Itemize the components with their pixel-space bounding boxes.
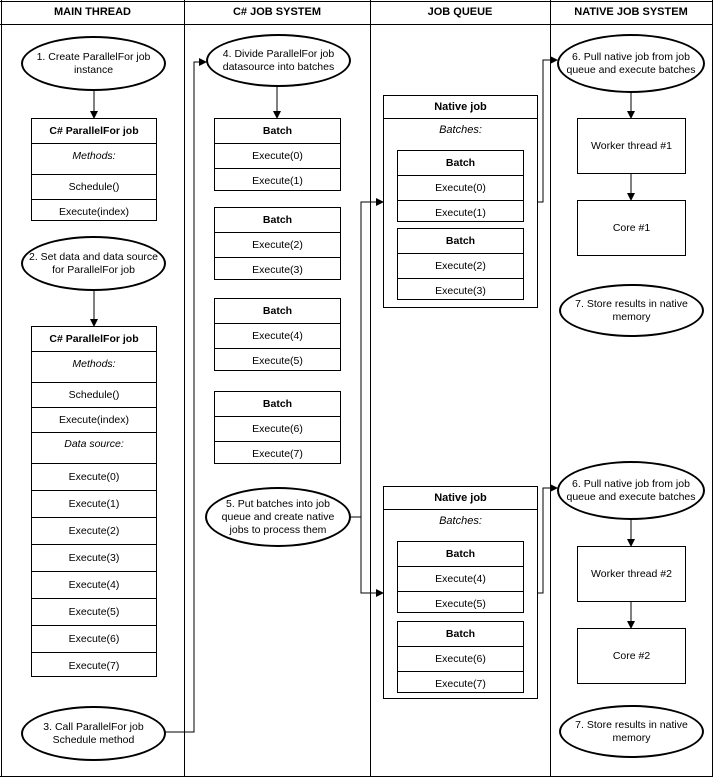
data-source-item: Execute(7): [32, 652, 156, 679]
batch-box: Batch Execute(4) Execute(5): [214, 298, 341, 371]
data-source-item: Execute(3): [32, 544, 156, 571]
data-source-item: Execute(6): [32, 625, 156, 652]
batch-box: Batch Execute(4) Execute(5): [397, 541, 524, 613]
method-schedule: Schedule(): [32, 382, 156, 407]
frame-left-border: [1, 0, 2, 776]
method-execute-index: Execute(index): [32, 407, 156, 432]
batch-item: Execute(3): [398, 278, 523, 303]
lane-header-native-job-system: NATIVE JOB SYSTEM: [574, 6, 688, 18]
native-job-title: Native job: [384, 96, 537, 119]
batch-title: Batch: [262, 398, 293, 410]
lane-divider: [550, 0, 551, 776]
step-5-put-batches-into-queue: 5. Put batches into job queue and create…: [205, 487, 351, 547]
batch-title: Batch: [262, 305, 293, 317]
batch-item: Execute(0): [398, 175, 523, 200]
batch-title: Batch: [445, 157, 476, 169]
batch-item: Execute(5): [398, 591, 523, 616]
lane-divider: [184, 0, 185, 776]
batch-item: Execute(3): [215, 257, 340, 282]
frame-top-border: [0, 1, 713, 2]
lane-header-csharp-job-system: C# JOB SYSTEM: [232, 6, 322, 18]
batch-box: Batch Execute(2) Execute(3): [214, 207, 341, 280]
job-box-title: C# ParallelFor job: [49, 333, 139, 345]
methods-label: Methods:: [32, 143, 156, 174]
batch-item: Execute(1): [215, 168, 340, 193]
data-source-item: Execute(1): [32, 490, 156, 517]
step-7-store-results: 7. Store results in native memory: [559, 284, 704, 337]
batch-item: Execute(2): [215, 232, 340, 257]
batch-box: Batch Execute(6) Execute(7): [397, 621, 524, 693]
job-box-title: C# ParallelFor job: [49, 125, 139, 137]
batch-title: Batch: [262, 214, 293, 226]
batch-box: Batch Execute(0) Execute(1): [397, 150, 524, 222]
frame-bottom-border: [0, 776, 713, 777]
native-job-box: Native job Batches: Batch Execute(4) Exe…: [383, 486, 538, 699]
core-2: Core #2: [577, 628, 686, 684]
methods-label: Methods:: [32, 351, 156, 382]
batch-item: Execute(7): [398, 671, 523, 696]
batch-item: Execute(6): [398, 646, 523, 671]
data-source-item: Execute(2): [32, 517, 156, 544]
batch-item: Execute(5): [215, 348, 340, 373]
batch-title: Batch: [445, 548, 476, 560]
worker-thread-2: Worker thread #2: [577, 546, 686, 602]
step-6-pull-native-job: 6. Pull native job from job queue and ex…: [557, 34, 705, 93]
data-source-item: Execute(5): [32, 598, 156, 625]
step-1-create-job: 1. Create ParallelFor job instance: [21, 36, 166, 91]
native-job-box: Native job Batches: Batch Execute(0) Exe…: [383, 95, 538, 308]
lane-header-main-thread: MAIN THREAD: [54, 6, 131, 18]
method-schedule: Schedule(): [32, 174, 156, 199]
csharp-parallelfor-job-box: C# ParallelFor job Methods: Schedule() E…: [31, 118, 157, 221]
batch-item: Execute(4): [215, 323, 340, 348]
header-divider: [0, 24, 713, 25]
batch-item: Execute(4): [398, 566, 523, 591]
batch-box: Batch Execute(6) Execute(7): [214, 391, 341, 464]
lane-header-job-queue: JOB QUEUE: [427, 6, 493, 18]
worker-thread-1: Worker thread #1: [577, 118, 686, 174]
batch-title: Batch: [445, 628, 476, 640]
core-1: Core #1: [577, 200, 686, 256]
batch-box: Batch Execute(2) Execute(3): [397, 228, 524, 300]
lane-divider: [370, 0, 371, 776]
batch-item: Execute(6): [215, 416, 340, 441]
batch-item: Execute(2): [398, 253, 523, 278]
data-source-label: Data source:: [32, 432, 156, 463]
batch-item: Execute(7): [215, 441, 340, 466]
batch-item: Execute(1): [398, 200, 523, 225]
csharp-parallelfor-job-with-data-box: C# ParallelFor job Methods: Schedule() E…: [31, 326, 157, 677]
step-3-call-schedule: 3. Call ParallelFor job Schedule method: [21, 706, 166, 761]
step-7-store-results: 7. Store results in native memory: [559, 705, 704, 758]
method-execute-index: Execute(index): [32, 199, 156, 224]
step-2-set-data: 2. Set data and data source for Parallel…: [21, 236, 166, 291]
step-4-divide-into-batches: 4. Divide ParallelFor job datasource int…: [206, 34, 351, 87]
batch-title: Batch: [262, 125, 293, 137]
data-source-item: Execute(0): [32, 463, 156, 490]
batch-item: Execute(0): [215, 143, 340, 168]
frame-right-border: [712, 0, 713, 776]
step-6-pull-native-job: 6. Pull native job from job queue and ex…: [557, 461, 705, 520]
batches-label: Batches:: [439, 515, 482, 527]
batch-box: Batch Execute(0) Execute(1): [214, 118, 341, 191]
batch-title: Batch: [445, 235, 476, 247]
native-job-title: Native job: [384, 487, 537, 510]
data-source-item: Execute(4): [32, 571, 156, 598]
batches-label: Batches:: [439, 124, 482, 136]
